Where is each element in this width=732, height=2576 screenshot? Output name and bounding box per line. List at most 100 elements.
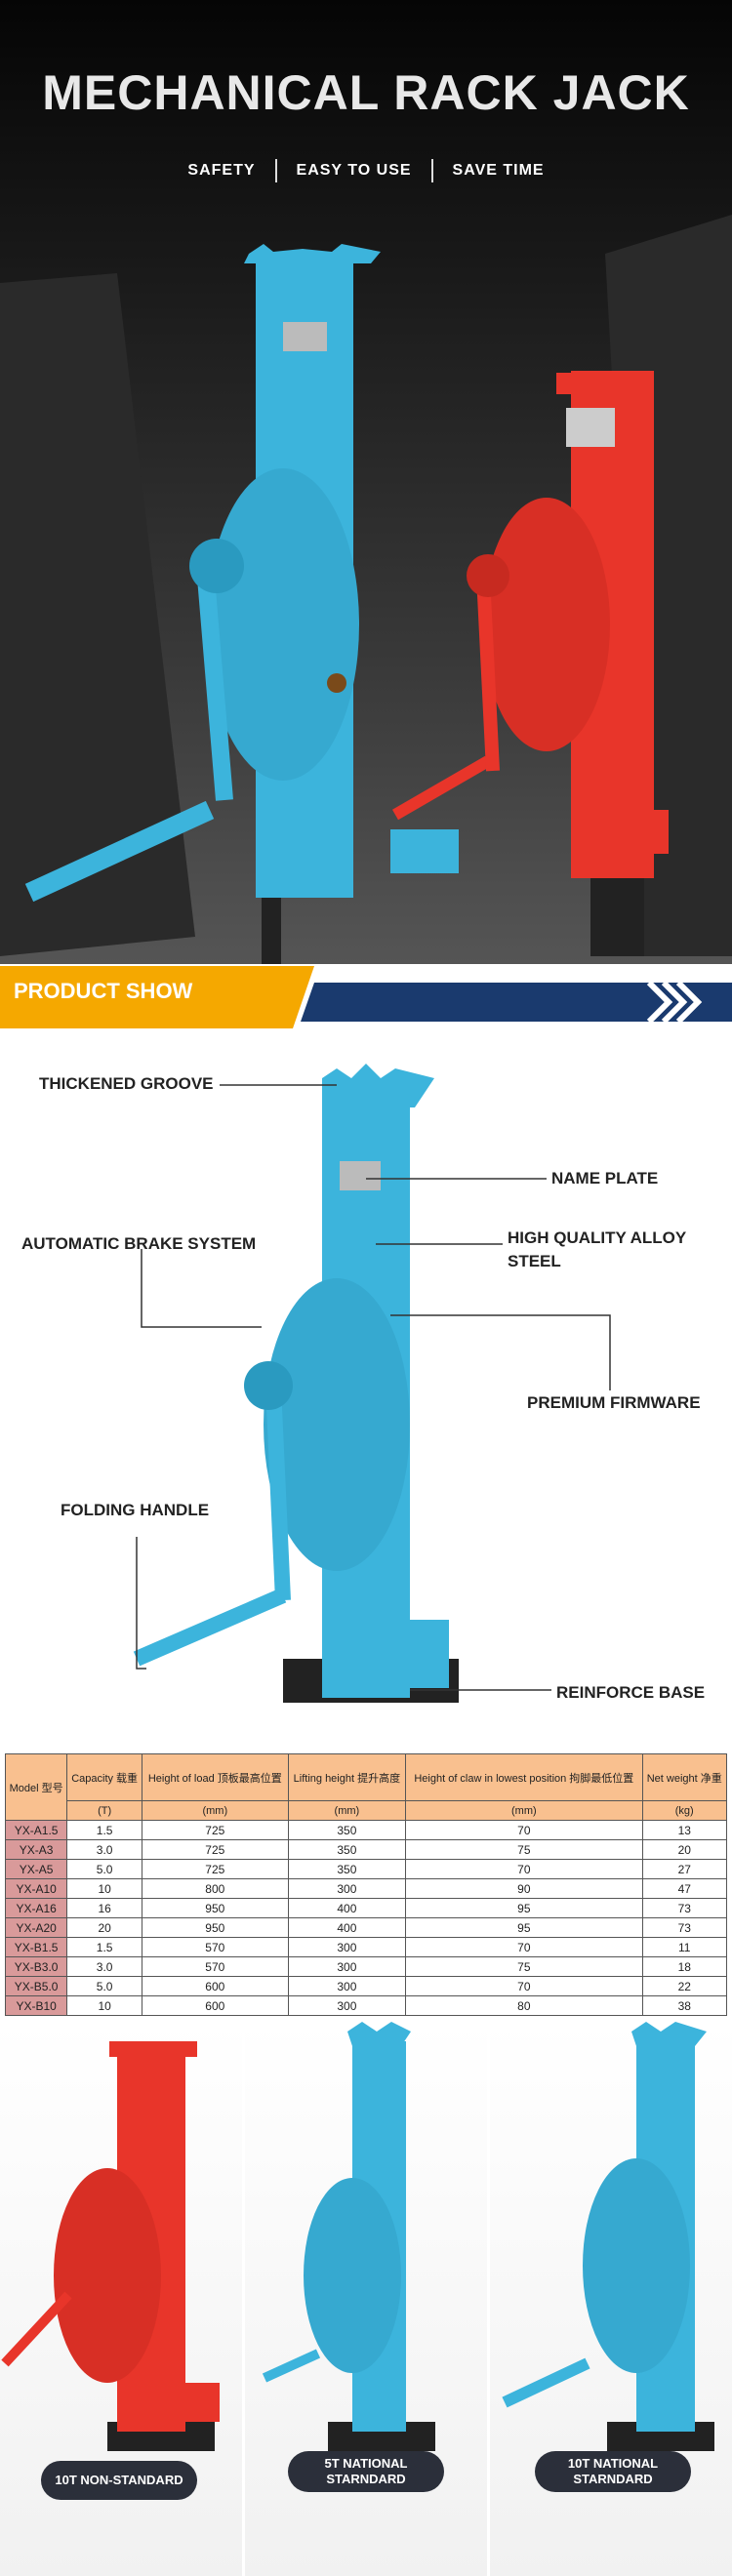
callout-base: REINFORCE BASE	[556, 1683, 706, 1702]
value-cell: 11	[641, 1937, 727, 1957]
header-claw-height: Height of claw in lowest position 拘脚最低位置	[405, 1753, 643, 1801]
unit: (kg)	[641, 1800, 727, 1821]
header-load-height: Height of load 顶板最高位置	[142, 1753, 289, 1801]
tagline-time: SAVE TIME	[452, 162, 545, 179]
value-cell: 600	[142, 1976, 289, 1996]
value-cell: 18	[641, 1956, 727, 1977]
section-title: PRODUCT SHOW	[14, 979, 193, 1003]
unit: (mm)	[142, 1800, 289, 1821]
value-cell: 300	[287, 1956, 407, 1977]
value-cell: 300	[287, 1995, 407, 2016]
value-cell: 95	[405, 1917, 643, 1938]
value-cell: 5.0	[66, 1976, 143, 1996]
header-lift-height: Lifting height 提升高度	[287, 1753, 407, 1801]
value-cell: 70	[405, 1859, 643, 1879]
value-cell: 800	[142, 1878, 289, 1899]
value-cell: 22	[641, 1976, 727, 1996]
value-cell: 400	[287, 1917, 407, 1938]
value-cell: 570	[142, 1956, 289, 1977]
model-cell: YX-A20	[4, 1917, 68, 1938]
model-cell: YX-A1.5	[4, 1820, 68, 1840]
model-cell: YX-B3.0	[4, 1956, 68, 1977]
model-cell: YX-A5	[4, 1859, 68, 1879]
value-cell: 3.0	[66, 1956, 143, 1977]
value-cell: 95	[405, 1898, 643, 1918]
model-cell: YX-B1.5	[4, 1937, 68, 1957]
value-cell: 38	[641, 1995, 727, 2016]
model-cell: YX-A3	[4, 1839, 68, 1860]
value-cell: 950	[142, 1917, 289, 1938]
value-cell: 90	[405, 1878, 643, 1899]
value-cell: 600	[142, 1995, 289, 2016]
model-cell: YX-A16	[4, 1898, 68, 1918]
blue-jack-image	[262, 2022, 435, 2451]
tagline-easy: EASY TO USE	[277, 159, 433, 182]
value-cell: 350	[287, 1859, 407, 1879]
value-cell: 80	[405, 1995, 643, 2016]
model-cell: YX-B10	[4, 1995, 68, 2016]
value-cell: 70	[405, 1937, 643, 1957]
variant-label: 10T NON-STANDARD	[41, 2461, 197, 2500]
variant-label: 10T NATIONAL STARNDARD	[535, 2451, 691, 2492]
red-jack-image	[1, 2041, 220, 2451]
jack-hero-image	[0, 215, 732, 964]
value-cell: 725	[142, 1839, 289, 1860]
value-cell: 350	[287, 1839, 407, 1860]
header-net-weight: Net weight 净重	[641, 1753, 727, 1801]
variant-card-3: 10T NATIONAL STARNDARD	[490, 2022, 732, 2576]
value-cell: 725	[142, 1859, 289, 1879]
model-cell: YX-A10	[4, 1878, 68, 1899]
unit: (mm)	[287, 1800, 407, 1821]
value-cell: 75	[405, 1956, 643, 1977]
unit: (mm)	[405, 1800, 643, 1821]
value-cell: 570	[142, 1937, 289, 1957]
callout-groove: THICKENED GROOVE	[39, 1074, 214, 1093]
value-cell: 73	[641, 1917, 727, 1938]
header-model: Model 型号	[4, 1753, 68, 1821]
value-cell: 300	[287, 1937, 407, 1957]
callout-steel: HIGH QUALITY ALLOY STEEL	[508, 1228, 686, 1270]
unit: (T)	[66, 1800, 143, 1821]
value-cell: 1.5	[66, 1820, 143, 1840]
spec-table: Model 型号 Capacity 载重 Height of load 顶板最高…	[4, 1753, 727, 2016]
header-capacity: Capacity 载重	[66, 1753, 143, 1801]
value-cell: 400	[287, 1898, 407, 1918]
hero-banner: MECHANICAL RACK JACK SAFETY EASY TO USE …	[0, 0, 732, 964]
value-cell: 10	[66, 1878, 143, 1899]
blue-jack-image	[502, 2022, 714, 2451]
value-cell: 70	[405, 1820, 643, 1840]
value-cell: 300	[287, 1976, 407, 1996]
value-cell: 20	[66, 1917, 143, 1938]
value-cell: 75	[405, 1839, 643, 1860]
model-cell: YX-B5.0	[4, 1976, 68, 1996]
product-diagram	[133, 1064, 611, 1703]
value-cell: 725	[142, 1820, 289, 1840]
callout-firmware: PREMIUM FIRMWARE	[527, 1393, 701, 1412]
value-cell: 13	[641, 1820, 727, 1840]
callout-name-plate: NAME PLATE	[551, 1169, 659, 1187]
value-cell: 70	[405, 1976, 643, 1996]
value-cell: 73	[641, 1898, 727, 1918]
value-cell: 20	[641, 1839, 727, 1860]
value-cell: 47	[641, 1878, 727, 1899]
chevrons-icon	[646, 980, 703, 1025]
value-cell: 27	[641, 1859, 727, 1879]
value-cell: 950	[142, 1898, 289, 1918]
variant-card-1: 10T NON-STANDARD	[0, 2022, 242, 2576]
page-title: MECHANICAL RACK JACK	[42, 65, 690, 120]
variant-card-2: 5T NATIONAL STARNDARD	[245, 2022, 487, 2576]
value-cell: 350	[287, 1820, 407, 1840]
variant-label: 5T NATIONAL STARNDARD	[288, 2451, 444, 2492]
value-cell: 16	[66, 1898, 143, 1918]
tagline-safety: SAFETY	[168, 159, 277, 182]
